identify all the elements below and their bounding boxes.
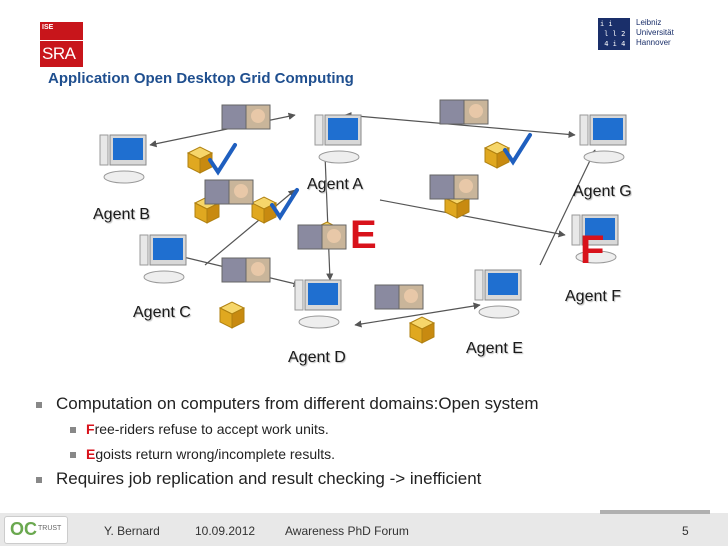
agent-g-label: Agent G: [573, 183, 632, 200]
luh-logo-mark: i i l l 2 4 i 4: [598, 18, 630, 50]
luh-logo: i i l l 2 4 i 4 Leibniz Universität Hann…: [598, 18, 708, 52]
agent-d-computer: [294, 279, 342, 329]
agent-e-label: Agent E: [466, 340, 523, 357]
user-photos-icon: [221, 257, 271, 283]
check-marks: [208, 133, 532, 221]
agent-b-label: Agent B: [93, 206, 150, 223]
bullet-text: Computation on computers from different …: [56, 394, 539, 413]
agent-e-computer: [474, 269, 522, 319]
agent-f-label: Agent F: [565, 288, 622, 305]
egoist-letter: E: [86, 446, 96, 462]
sub-bullet-item: Free-riders refuse to accept work units.: [70, 421, 329, 437]
footer-date: 10.09.2012: [195, 524, 256, 538]
user-photos-icon: [204, 179, 254, 205]
sra-logo-top-text: ISE: [42, 24, 54, 31]
check-icon: [270, 188, 299, 221]
luh-logo-name: Leibniz Universität Hannover: [636, 18, 674, 47]
bullet-square-icon: [36, 476, 42, 483]
footer-accent: [600, 510, 710, 514]
bullet-square-icon: [70, 452, 76, 459]
bullet-item: Computation on computers from different …: [36, 394, 539, 414]
page-number: 5: [682, 524, 689, 538]
trust-logo-text: TRUST: [38, 525, 62, 532]
user-photos-icon: [439, 99, 489, 125]
work-unit-cube-icon: [251, 196, 277, 224]
work-unit-cube-icon: [484, 141, 510, 169]
check-icon: [208, 143, 237, 176]
work-unit-cube-icon: [409, 316, 435, 344]
agent-c-label: Agent C: [133, 304, 191, 321]
free-rider-marker: F: [580, 228, 605, 272]
bullet-square-icon: [70, 427, 76, 434]
sub-bullet-text: ree-riders refuse to accept work units.: [94, 421, 329, 437]
sub-bullet-item: Egoists return wrong/incomplete results.: [70, 446, 335, 462]
bullet-square-icon: [36, 401, 42, 408]
grid-diagram: Agent A Agent B Agent C Agent D Agent E …: [0, 90, 728, 390]
sra-logo: ISE SRA: [40, 22, 83, 67]
agent-g-computer: [579, 114, 627, 164]
work-unit-cube-icon: [219, 301, 245, 329]
footer-bar: [0, 513, 728, 546]
check-icon: [503, 133, 532, 166]
oc-logo-text: OC: [10, 519, 37, 539]
free-rider-letter: F: [86, 421, 95, 437]
agent-c-computer: [139, 234, 187, 284]
slide-title: Application Open Desktop Grid Computing: [48, 70, 354, 87]
bullet-text: Requires job replication and result chec…: [56, 469, 482, 488]
sra-logo-divider: [40, 40, 83, 41]
agent-b-computer: [99, 134, 147, 184]
agent-a-computer: [314, 114, 362, 164]
footer: OC TRUST Y. Bernard 10.09.2012 Awareness…: [0, 510, 728, 546]
user-photos-icon: [374, 284, 424, 310]
footer-author: Y. Bernard: [104, 524, 160, 538]
user-photos-icon: [429, 174, 479, 200]
bullet-item: Requires job replication and result chec…: [36, 469, 481, 489]
diagram-svg: [99, 99, 627, 344]
footer-event: Awareness PhD Forum: [285, 524, 409, 538]
agent-d-label: Agent D: [288, 349, 346, 366]
sra-logo-text: SRA: [42, 44, 76, 63]
sub-bullet-text: goists return wrong/incomplete results.: [95, 446, 336, 462]
egoist-marker: E: [350, 213, 377, 257]
oc-trust-logo: OC TRUST: [4, 516, 68, 544]
user-photos-icon: [297, 224, 347, 250]
agent-a-label: Agent A: [307, 176, 364, 193]
user-photos-icon: [221, 104, 271, 130]
